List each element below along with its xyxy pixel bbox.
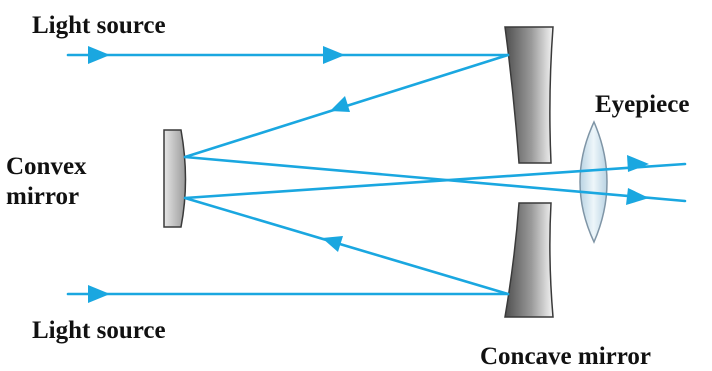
convex-mirror <box>163 129 187 228</box>
concave-mirror-lower-half <box>504 202 554 318</box>
convex-mirror-label-line2: mirror <box>6 183 79 210</box>
light-source-label-top: Light source <box>32 12 166 39</box>
light-source-label-bottom: Light source <box>32 317 166 344</box>
arrow-exit-lower <box>626 188 649 205</box>
ray-upper-to-eyepiece <box>183 155 687 203</box>
eyepiece-label: Eyepiece <box>595 91 689 118</box>
eyepiece-lens <box>579 120 608 244</box>
arrow-top-mid <box>323 46 345 64</box>
concave-mirror-upper-half <box>504 26 554 164</box>
arrow-top-reflected <box>330 96 350 112</box>
concave-mirror-label: Concave mirror <box>480 343 651 370</box>
arrow-exit-upper <box>627 155 649 172</box>
ray-arrowheads <box>88 46 649 303</box>
light-rays <box>66 53 687 296</box>
convex-mirror-label-line1: Convex <box>6 153 87 180</box>
arrow-top-left <box>88 46 110 64</box>
ray-lower-to-eyepiece <box>183 162 687 200</box>
arrow-bottom-left <box>88 285 110 303</box>
ray-bottom-reflected <box>183 196 510 296</box>
arrow-bottom-reflected <box>322 236 343 252</box>
